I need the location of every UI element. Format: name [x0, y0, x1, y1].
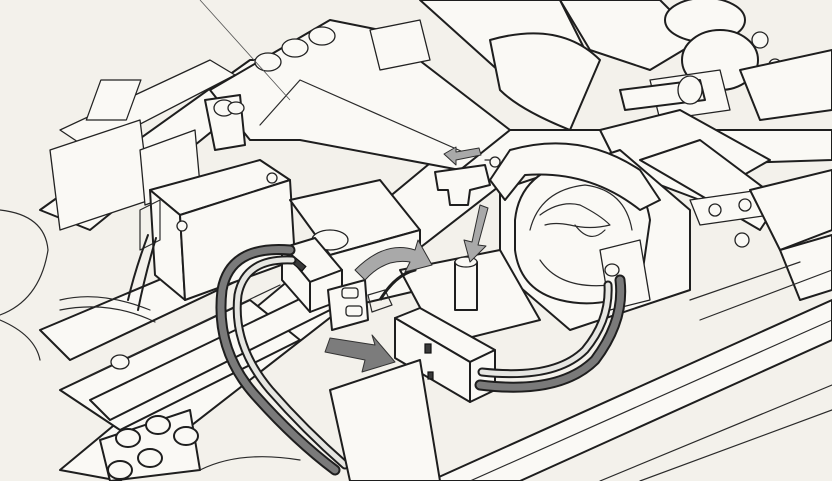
- rod-end: [110, 354, 130, 370]
- wiring-harness: [215, 244, 627, 476]
- cover-hole-2: [281, 38, 309, 58]
- right-screw: [708, 203, 722, 217]
- cable-loop-fill: [217, 246, 339, 474]
- left-curve-2: [0, 319, 41, 361]
- shaft-coupler: [677, 75, 703, 105]
- arrow-icon: [324, 334, 396, 373]
- cover-hole-1: [254, 52, 282, 72]
- switch-slot: [427, 371, 434, 380]
- receiver-box: [127, 159, 296, 311]
- right-edge-line: [699, 269, 832, 321]
- cable-right-fill: [476, 276, 625, 391]
- right-bracket-lower: [779, 234, 832, 301]
- screw-cluster: [99, 101, 245, 481]
- receiver-screw-2: [266, 172, 278, 184]
- right-screw-2: [738, 198, 752, 212]
- rail-right-line-2: [599, 384, 832, 481]
- cable-right-inner-fill: [479, 282, 611, 377]
- top-left-slot: [85, 79, 142, 121]
- rail-right-line-3: [639, 409, 832, 481]
- battery-strap: [489, 142, 661, 211]
- cover-body: [209, 19, 511, 171]
- battery-cover-ridge-2: [539, 259, 611, 287]
- right-screw-3: [734, 232, 750, 248]
- mating-pin-1: [341, 287, 359, 299]
- screw-head-3: [173, 426, 199, 446]
- gear-case: [739, 49, 832, 121]
- lead-wire: [378, 257, 420, 301]
- top-curve-housing: [489, 32, 601, 131]
- screw-head-1: [115, 428, 141, 448]
- right-bracket: [749, 169, 832, 251]
- switch-knob: [424, 343, 432, 354]
- receiver-wire: [127, 234, 149, 301]
- battery-cover-ridge: [529, 184, 633, 231]
- mating-pin-2: [345, 305, 363, 317]
- assembly-arrows: [324, 146, 489, 373]
- receiver-screw: [176, 220, 188, 232]
- arrow-icon: [354, 239, 433, 281]
- screw-head-2: [145, 415, 171, 435]
- cover-ridge: [259, 79, 471, 156]
- cover-hole-3: [308, 26, 336, 46]
- mating-socket: [367, 289, 393, 313]
- left-bracket: [49, 119, 151, 231]
- cover-tab: [369, 19, 431, 71]
- wire-bundle-2: [59, 306, 156, 323]
- rail-right-lower: [429, 299, 832, 481]
- cable-loop-inner-fill: [234, 257, 348, 468]
- screw-head-5: [107, 460, 133, 480]
- arrow-icon: [463, 204, 489, 263]
- retaining-clip-loop: [574, 224, 606, 237]
- wire-bundle: [59, 296, 151, 311]
- front-plate: [329, 359, 441, 481]
- wire-bottom: [199, 456, 301, 471]
- left-curve: [0, 209, 49, 316]
- arrow-icon: [443, 146, 482, 166]
- rail-right-line: [469, 319, 832, 481]
- retaining-clip: [539, 203, 611, 229]
- receiver-wire-2: [137, 237, 157, 311]
- screw-head-4: [137, 448, 163, 468]
- right-edge-line-2: [689, 261, 801, 301]
- misc-details: [59, 261, 832, 481]
- battery-end-screw: [604, 263, 620, 277]
- cover-screw-left: [227, 101, 245, 115]
- motor-screw: [751, 31, 769, 49]
- slide-tab: [434, 164, 491, 206]
- battery-post: [454, 261, 478, 311]
- leader-line: [199, 0, 291, 101]
- connector-plug: [281, 237, 393, 331]
- tab-pin: [489, 156, 501, 168]
- battery-pack: [399, 142, 691, 346]
- receiver-plug: [139, 199, 161, 251]
